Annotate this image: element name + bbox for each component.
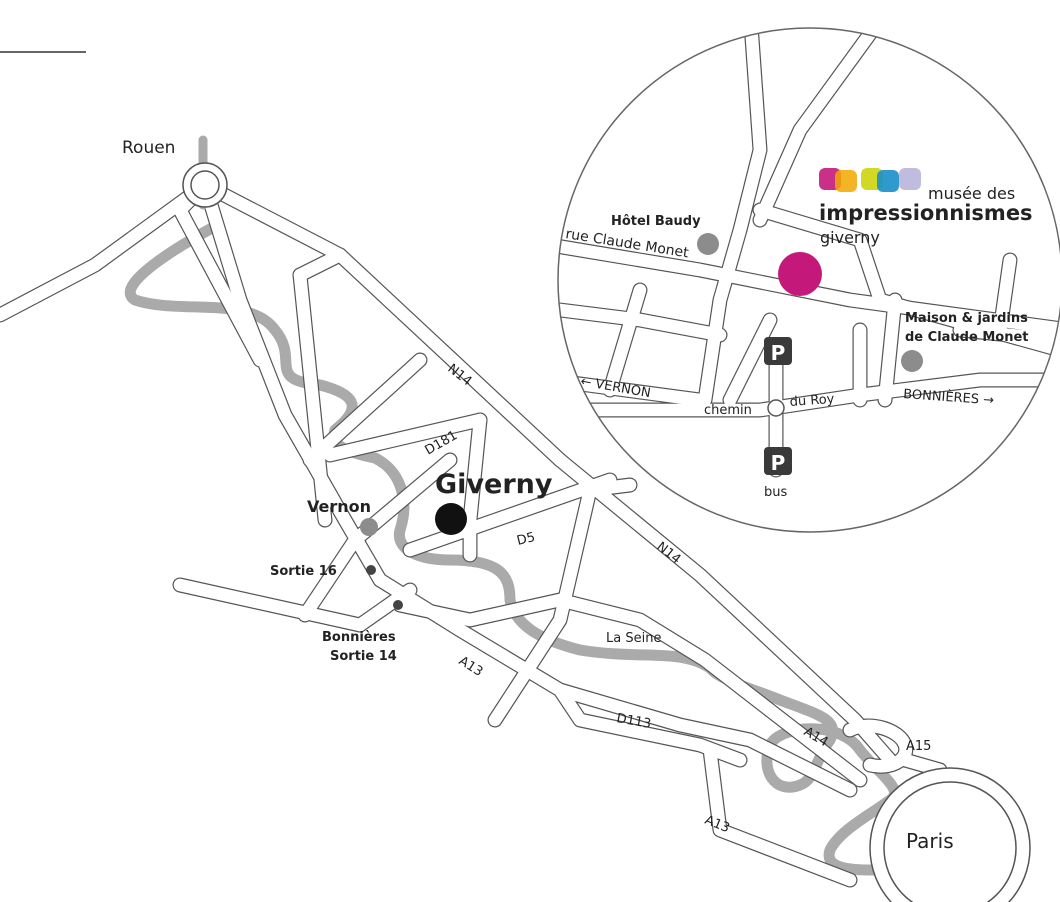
- logo-square-4: [877, 170, 899, 192]
- parking-sign-south-bg: [764, 447, 792, 475]
- du-roy-label: du Roy: [789, 392, 835, 410]
- chemin-roundabout: [767, 399, 785, 417]
- seine-label: La Seine: [606, 631, 661, 646]
- parking-sign-north: P: [764, 337, 792, 365]
- parking-sign-south: P: [764, 447, 792, 475]
- hotel-baudy-dot: [697, 233, 719, 255]
- hotel-baudy-label: Hôtel Baudy: [611, 214, 701, 229]
- inset-border: [557, 27, 1060, 533]
- roads-fill: [0, 178, 947, 887]
- giverny-label: Giverny: [435, 469, 553, 500]
- bonnieres-dot: [393, 600, 403, 610]
- giverny-dot: [435, 503, 467, 535]
- d113-label: D113: [615, 711, 652, 732]
- maison-line1: Maison & jardins: [905, 311, 1028, 326]
- museum-logo: musée des impressionnismes giverny: [819, 168, 1033, 247]
- parking-sign-north-symbol: P: [771, 341, 786, 365]
- inset-map: musée des impressionnismes giverny Hôtel…: [557, 27, 1060, 533]
- sortie16-dot: [366, 565, 376, 575]
- paris-label: Paris: [906, 829, 954, 853]
- a15-label: A15: [906, 739, 931, 754]
- logo-line3: giverny: [820, 228, 880, 247]
- vernon-dot: [360, 518, 378, 536]
- logo-square-2: [835, 170, 857, 192]
- sortie14-label: Sortie 14: [330, 649, 397, 664]
- logo-line1: musée des: [928, 184, 1015, 203]
- museum-dot: [778, 252, 822, 296]
- rouen-label: Rouen: [122, 138, 175, 158]
- parking-sign-north-bg: [764, 337, 792, 365]
- maison-monet-dot: [901, 350, 923, 372]
- sortie16-label: Sortie 16: [270, 564, 337, 579]
- parking-sign-south-symbol: P: [771, 451, 786, 475]
- a13-west-label: A13: [456, 654, 486, 680]
- vernon-label: Vernon: [307, 497, 371, 516]
- logo-line2: impressionnismes: [819, 201, 1033, 225]
- logo-square-5: [899, 168, 921, 190]
- main-map: Rouen Paris Giverny Vernon Sortie 16 Bon…: [0, 135, 1031, 902]
- chemin-label: chemin: [704, 403, 752, 418]
- bus-label: bus: [764, 485, 787, 500]
- paris-ring-inner: [883, 781, 1017, 902]
- rouen-roundabout-inner: [190, 170, 220, 200]
- bonnieres-direction: BONNIÈRES →: [903, 386, 995, 408]
- bonnieres-label: Bonnières: [322, 630, 396, 645]
- maison-line2: de Claude Monet: [905, 330, 1028, 345]
- d5-label: D5: [515, 530, 536, 549]
